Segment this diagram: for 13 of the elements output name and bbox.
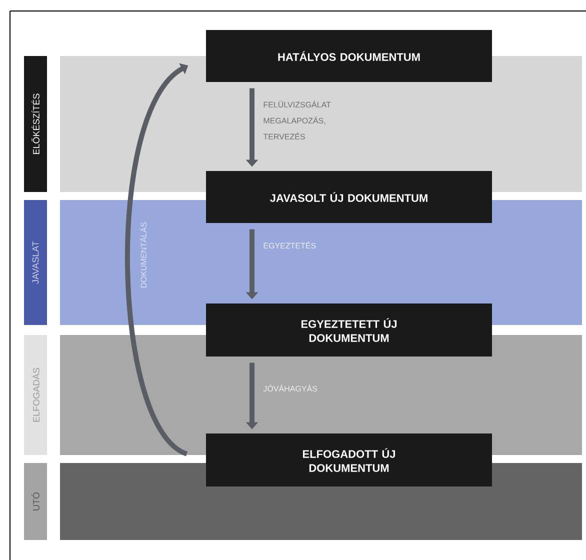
- document-box: HATÁLYOS DOKUMENTUM: [206, 30, 492, 82]
- phase-label: ELŐKÉSZÍTÉS: [24, 56, 47, 192]
- edge-label: EGYEZTETÉS: [264, 242, 316, 249]
- phase-label: UTÓ: [24, 463, 47, 540]
- phase-label: ELFOGADÁS: [24, 335, 47, 455]
- curved-arrow: [125, 63, 188, 456]
- document-box: EGYEZTETETT ÚJ DOKUMENTUM: [206, 304, 492, 356]
- edge-label: FELÜLVIZSGÁLAT MEGALAPOZÁS, TERVEZÉS: [263, 100, 331, 140]
- document-box: ELFOGADOTT ÚJ DOKUMENTUM: [206, 434, 492, 486]
- phase-label: JAVASLAT: [24, 200, 47, 325]
- document-box: JAVASOLT ÚJ DOKUMENTUM: [206, 171, 492, 223]
- edge-label: JÓVÁHAGYÁS: [263, 384, 318, 392]
- edge-label: DOKUMENTÁLÁS: [140, 222, 146, 288]
